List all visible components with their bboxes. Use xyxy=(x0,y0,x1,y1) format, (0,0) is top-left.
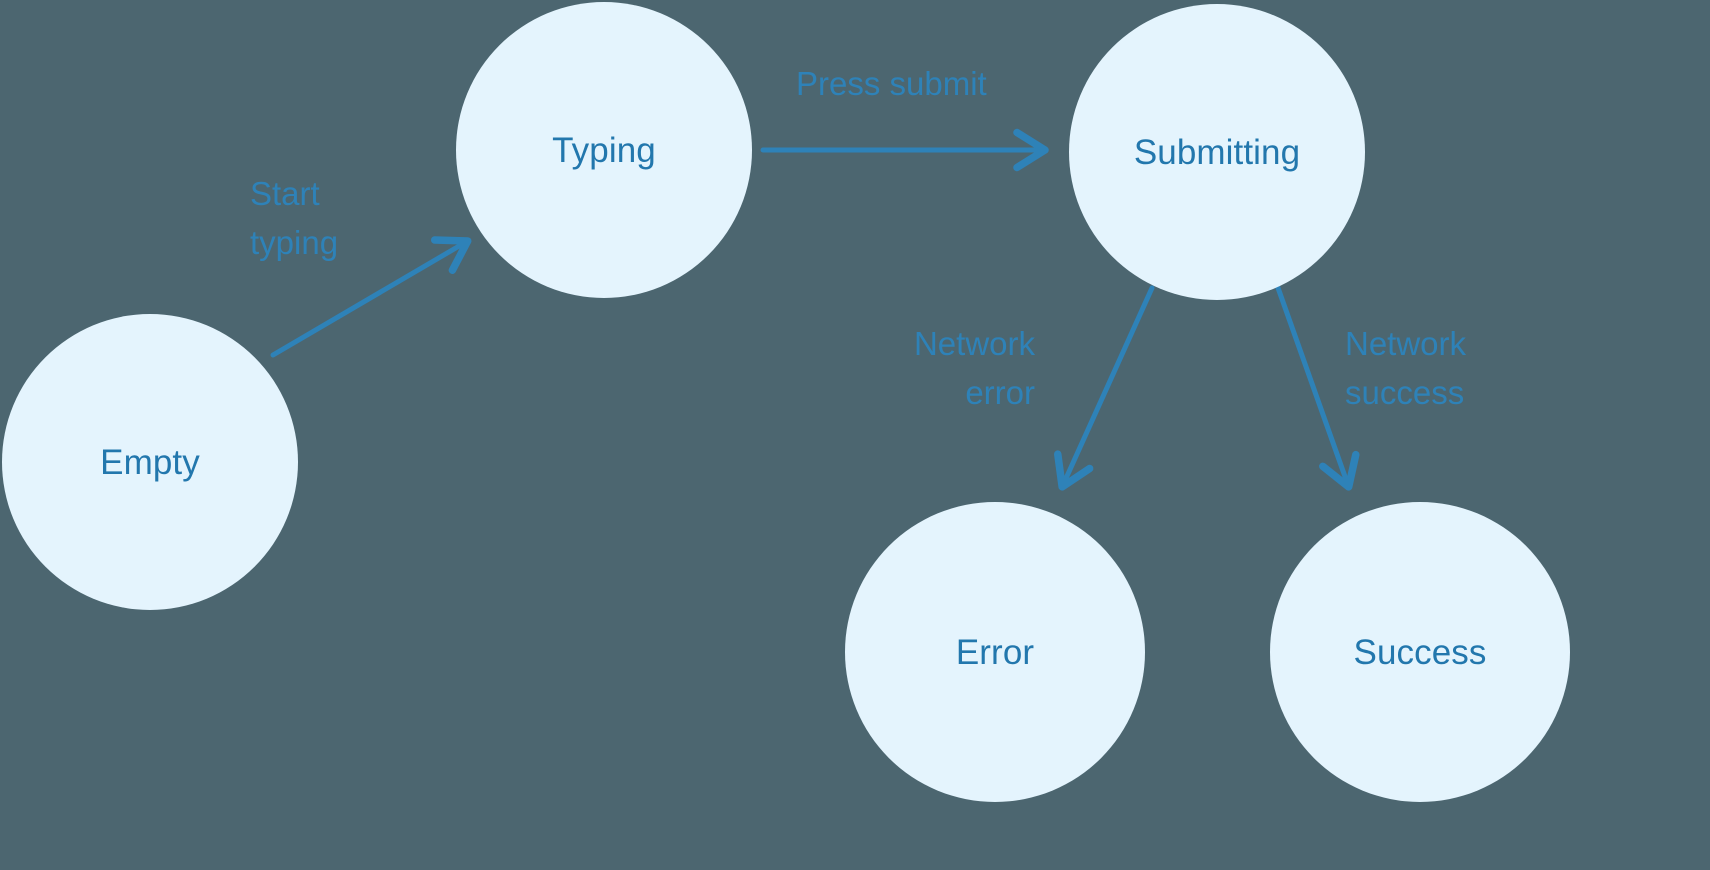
state-node-success[interactable]: Success xyxy=(1270,502,1570,802)
state-node-submitting[interactable]: Submitting xyxy=(1069,4,1365,300)
state-node-typing-label: Typing xyxy=(552,130,656,170)
edge-label-start-typing: Start typing xyxy=(250,175,339,261)
state-node-empty[interactable]: Empty xyxy=(2,314,298,610)
state-node-success-label: Success xyxy=(1353,632,1487,672)
edge-label-network-error: Network error xyxy=(913,325,1035,411)
edge-submitting-to-error xyxy=(1054,285,1155,491)
state-node-error[interactable]: Error xyxy=(845,502,1145,802)
state-node-typing[interactable]: Typing xyxy=(456,2,752,298)
state-node-error-label: Error xyxy=(955,632,1035,672)
edge-label-network-success: Network success xyxy=(1345,325,1467,411)
state-node-empty-label: Empty xyxy=(100,442,200,482)
state-node-submitting-label: Submitting xyxy=(1133,132,1301,172)
edge-submitting-to-success xyxy=(1274,282,1360,491)
edge-label-press-submit: Press submit xyxy=(796,65,987,102)
